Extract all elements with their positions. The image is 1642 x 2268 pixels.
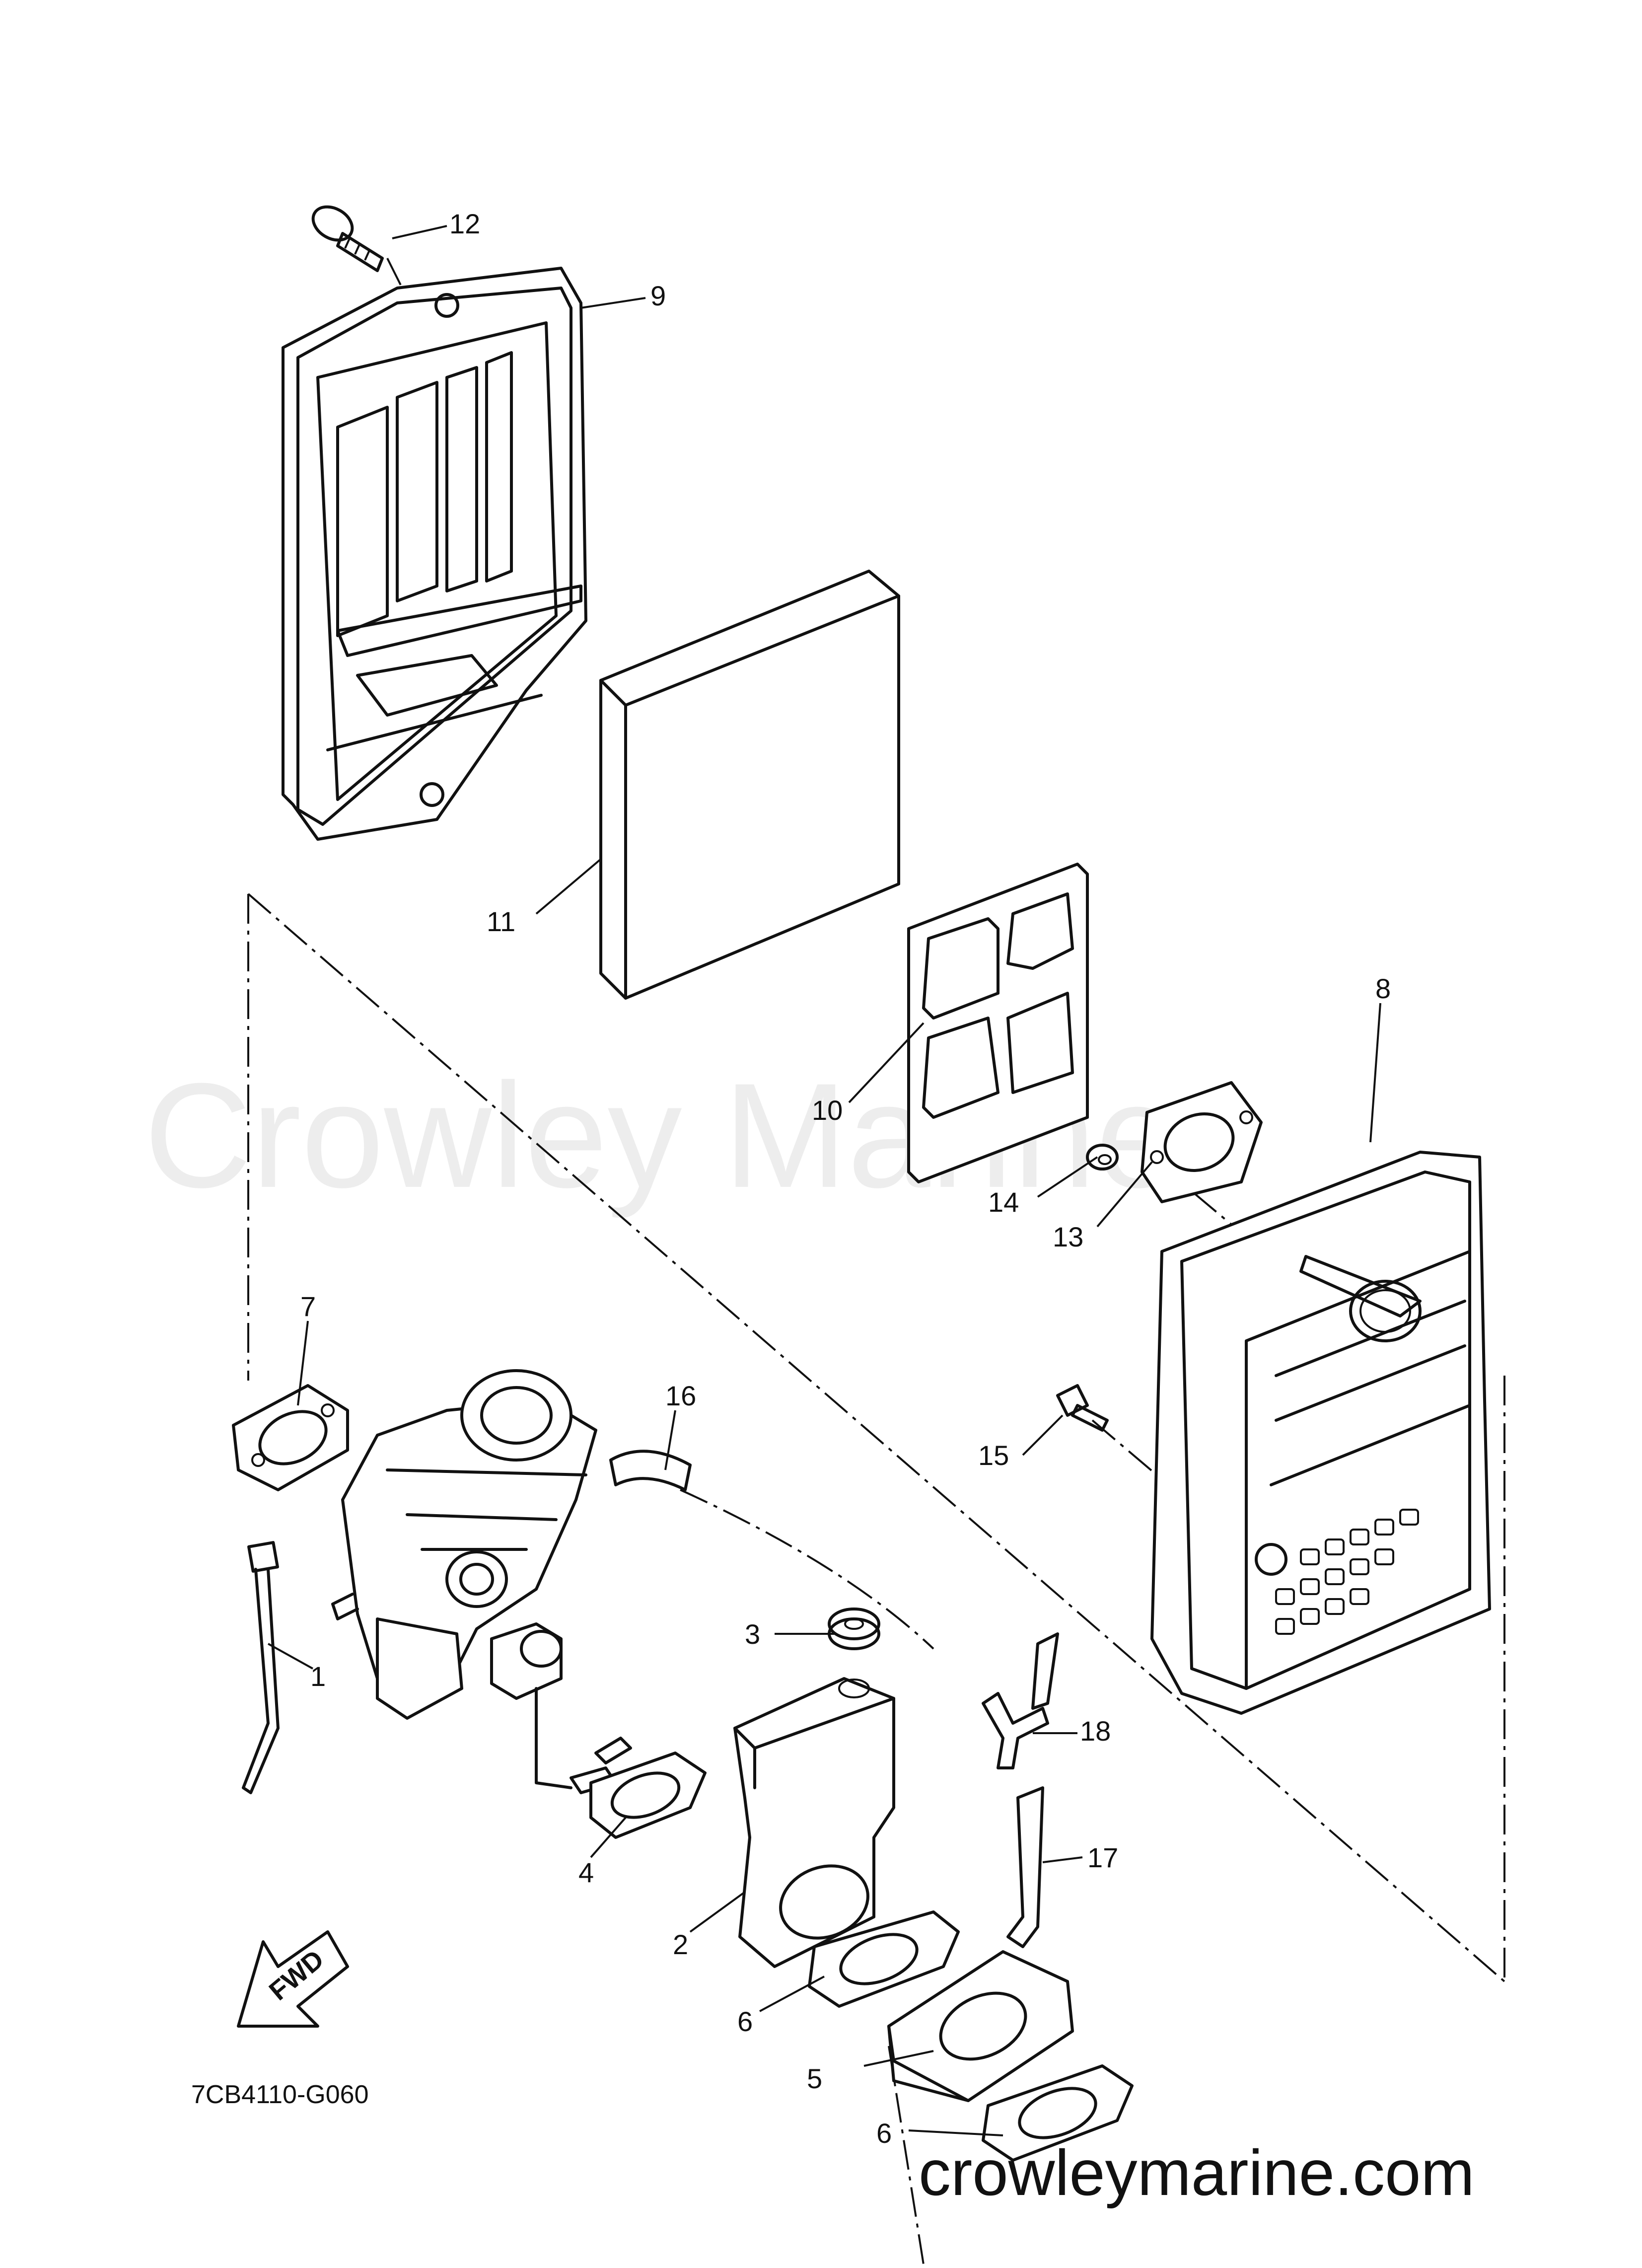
bolt-15	[1056, 1384, 1109, 1432]
callout-7: 7	[300, 1291, 316, 1322]
gasket-7	[232, 1384, 349, 1491]
callout-2: 2	[673, 1929, 688, 1960]
callout-6-upper: 6	[737, 2006, 753, 2037]
gasket-6-lower	[982, 2064, 1134, 2162]
bracket-2	[733, 1677, 895, 1968]
joint-18	[982, 1632, 1059, 1769]
screw-12	[311, 205, 384, 272]
callout-15: 15	[978, 1440, 1009, 1471]
nut-14	[1086, 1144, 1119, 1171]
fwd-arrow-icon: FWD	[237, 1930, 349, 2028]
callout-17: 17	[1087, 1842, 1118, 1873]
callout-1: 1	[310, 1661, 326, 1692]
callout-13: 13	[1053, 1221, 1083, 1252]
filter-element-11	[599, 570, 900, 1000]
filter-case-9	[282, 267, 587, 841]
callout-12: 12	[449, 208, 480, 239]
carburetor	[331, 1369, 632, 1794]
callout-14: 14	[988, 1186, 1019, 1218]
callout-6-lower: 6	[876, 2118, 892, 2149]
grommet-3	[828, 1608, 880, 1650]
vent-holes	[1275, 1509, 1419, 1635]
filter-case-8	[1150, 1151, 1491, 1715]
callout-3: 3	[745, 1618, 760, 1650]
gasket-4	[589, 1752, 707, 1839]
callout-18: 18	[1080, 1715, 1111, 1747]
callout-16: 16	[665, 1380, 696, 1411]
callout-11: 11	[487, 906, 515, 937]
callout-4: 4	[578, 1857, 594, 1888]
leader-lines	[268, 225, 1381, 2136]
hose-16	[609, 1450, 692, 1491]
hose-17	[1006, 1786, 1044, 1948]
insulator-5	[887, 1950, 1074, 2102]
callout-5: 5	[807, 2063, 822, 2094]
assembly-guide-diagonal	[247, 893, 1505, 1982]
gasket-plate-10	[907, 863, 1089, 1183]
callout-9: 9	[650, 280, 666, 311]
gasket-13	[1141, 1081, 1263, 1203]
callout-8: 8	[1375, 973, 1391, 1004]
diagram-code: 7CB4110-G060	[191, 2080, 369, 2109]
cable-tie-1	[242, 1541, 280, 1794]
website-url: crowleymarine.com	[919, 2136, 1475, 2209]
assembly-guide-hose	[680, 1489, 934, 1650]
gasket-6-upper	[808, 1910, 960, 2008]
callout-10: 10	[812, 1095, 843, 1126]
